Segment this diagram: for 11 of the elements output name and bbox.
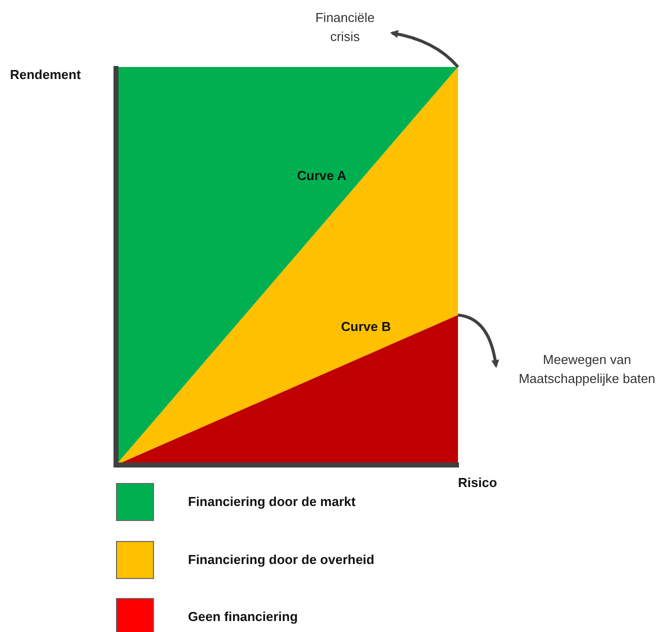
axis-label: Curve A — [297, 168, 346, 183]
callout-text: Meewegen van Maatschappelijke baten — [518, 351, 656, 388]
callout-text: Financiële crisis — [314, 9, 376, 46]
curved-arrow — [458, 314, 500, 368]
legend-label: Financiering door de overheid — [188, 552, 374, 567]
legend-label: Financiering door de markt — [188, 494, 356, 509]
axis-label: Curve B — [341, 319, 391, 334]
legend-label: Geen financiering — [188, 609, 298, 624]
curved-arrow — [390, 30, 460, 68]
axis-label: Risico — [458, 475, 498, 490]
axis-label: Rendement — [10, 67, 81, 82]
